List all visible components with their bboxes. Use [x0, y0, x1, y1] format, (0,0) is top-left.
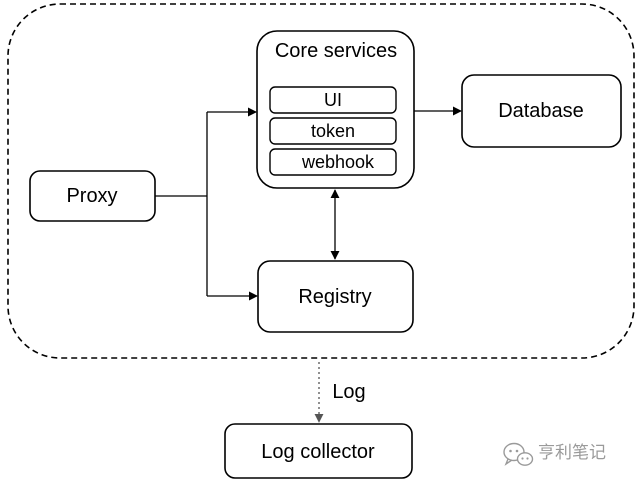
database-node: Database: [461, 74, 622, 148]
core-services-label: Core services: [275, 40, 397, 62]
log-edge-label: Log: [332, 381, 365, 403]
proxy-node: Proxy: [29, 170, 156, 222]
log-collector-node: Log collector: [224, 423, 413, 479]
core-services-node: Core services UI token webhook: [256, 30, 415, 189]
webhook-label: webhook: [301, 152, 375, 172]
proxy-label: Proxy: [66, 185, 117, 207]
ui-label: UI: [324, 90, 342, 110]
wechat-icon: [503, 442, 534, 466]
database-label: Database: [498, 100, 584, 122]
registry-node: Registry: [257, 260, 414, 333]
watermark: 亨利笔记: [503, 442, 606, 466]
token-node: token: [269, 117, 397, 145]
registry-label: Registry: [298, 286, 371, 308]
edges: [155, 106, 462, 423]
webhook-node: webhook: [269, 148, 397, 176]
system-boundary: [7, 3, 635, 359]
token-label: token: [311, 121, 355, 141]
ui-node: UI: [269, 86, 397, 114]
log-collector-label: Log collector: [261, 441, 375, 463]
watermark-text: 亨利笔记: [538, 443, 606, 463]
